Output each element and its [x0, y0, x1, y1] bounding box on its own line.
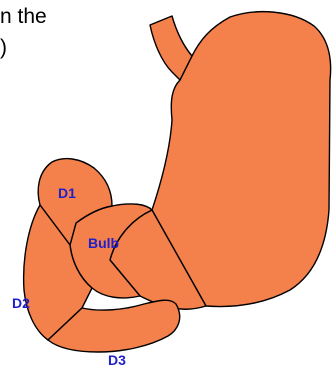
d2-label: D2 [12, 296, 30, 310]
d1-label: D1 [58, 186, 76, 200]
bulb-label: Bulb [88, 236, 119, 250]
d3-label: D3 [108, 353, 126, 367]
